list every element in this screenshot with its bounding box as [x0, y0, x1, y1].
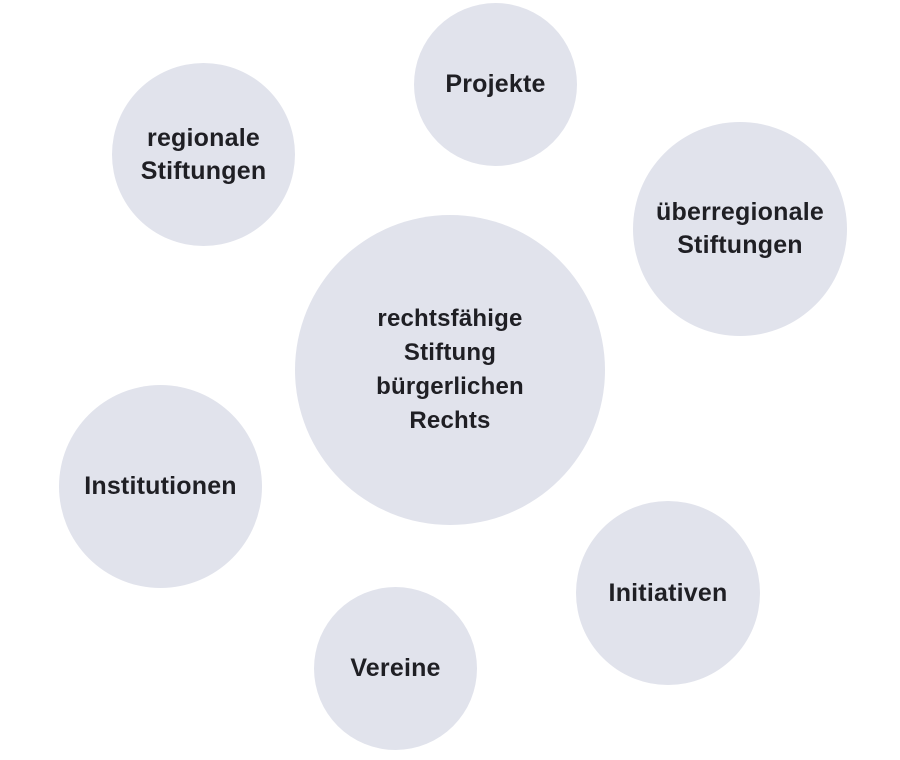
vereine-bubble: Vereine: [314, 587, 477, 750]
initiativen-bubble: Initiativen: [576, 501, 760, 685]
projekte-bubble: Projekte: [414, 3, 577, 166]
ueberregionale-stiftungen-bubble: überregionale Stiftungen: [633, 122, 847, 336]
vereine-bubble-label: Vereine: [350, 654, 441, 682]
center-bubble-label: rechtsfähige Stiftung bürgerlichen Recht…: [376, 305, 524, 434]
projekte-bubble-label: Projekte: [445, 70, 546, 98]
center-bubble: rechtsfähige Stiftung bürgerlichen Recht…: [295, 215, 605, 525]
regionale-stiftungen-bubble: regionale Stiftungen: [112, 63, 295, 246]
ueberregionale-stiftungen-bubble-label: überregionale Stiftungen: [656, 198, 824, 259]
regionale-stiftungen-bubble-label: regionale Stiftungen: [140, 123, 267, 185]
institutionen-bubble-label: Institutionen: [84, 472, 237, 500]
institutionen-bubble: Institutionen: [59, 385, 262, 588]
initiativen-bubble-label: Initiativen: [608, 578, 728, 607]
